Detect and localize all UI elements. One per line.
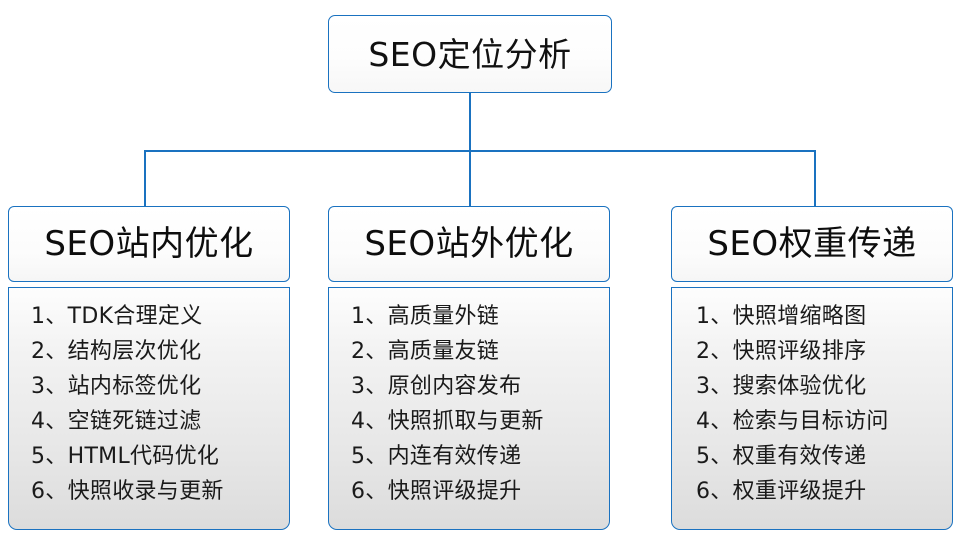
list-item: 2、结构层次优化 (31, 339, 202, 364)
list-item: 2、快照评级排序 (696, 339, 867, 364)
list-item: 1、TDK合理定义 (31, 304, 203, 329)
list-item: 3、搜索体验优化 (696, 374, 867, 399)
list-item: 6、快照评级提升 (351, 479, 522, 504)
list-item: 6、快照收录与更新 (31, 479, 224, 504)
branch-list-2: 1、高质量外链 2、高质量友链 3、原创内容发布 4、快照抓取与更新 5、内连有… (328, 287, 610, 530)
root-node[interactable]: SEO定位分析 (328, 15, 612, 93)
branch-column-2: SEO站外优化 1、高质量外链 2、高质量友链 3、原创内容发布 4、快照抓取与… (328, 206, 610, 530)
branch-header-3[interactable]: SEO权重传递 (671, 206, 953, 282)
branch-column-3: SEO权重传递 1、快照增缩略图 2、快照评级排序 3、搜索体验优化 4、检索与… (671, 206, 953, 530)
connector-drop-branch-3 (814, 150, 816, 207)
connector-root-stem (469, 93, 471, 151)
list-item: 3、站内标签优化 (31, 374, 202, 399)
list-item: 5、HTML代码优化 (31, 444, 220, 469)
list-item: 2、高质量友链 (351, 339, 500, 364)
connector-horizontal-bus (144, 150, 816, 152)
connector-drop-branch-2 (469, 150, 471, 207)
list-item: 4、空链死链过滤 (31, 409, 202, 434)
connector-drop-branch-1 (144, 150, 146, 207)
branch-header-2[interactable]: SEO站外优化 (328, 206, 610, 282)
list-item: 6、权重评级提升 (696, 479, 867, 504)
list-item: 3、原创内容发布 (351, 374, 522, 399)
branch-header-label-3: SEO权重传递 (707, 224, 917, 264)
branch-list-1: 1、TDK合理定义 2、结构层次优化 3、站内标签优化 4、空链死链过滤 5、H… (8, 287, 290, 530)
branch-list-3: 1、快照增缩略图 2、快照评级排序 3、搜索体验优化 4、检索与目标访问 5、权… (671, 287, 953, 530)
branch-column-1: SEO站内优化 1、TDK合理定义 2、结构层次优化 3、站内标签优化 4、空链… (8, 206, 290, 530)
branch-header-label-2: SEO站外优化 (364, 224, 574, 264)
list-item: 4、快照抓取与更新 (351, 409, 544, 434)
list-item: 1、高质量外链 (351, 304, 500, 329)
list-item: 5、内连有效传递 (351, 444, 522, 469)
branch-header-label-1: SEO站内优化 (44, 224, 254, 264)
list-item: 1、快照增缩略图 (696, 304, 867, 329)
root-node-label: SEO定位分析 (368, 34, 572, 74)
list-item: 4、检索与目标访问 (696, 409, 889, 434)
list-item: 5、权重有效传递 (696, 444, 867, 469)
branch-header-1[interactable]: SEO站内优化 (8, 206, 290, 282)
